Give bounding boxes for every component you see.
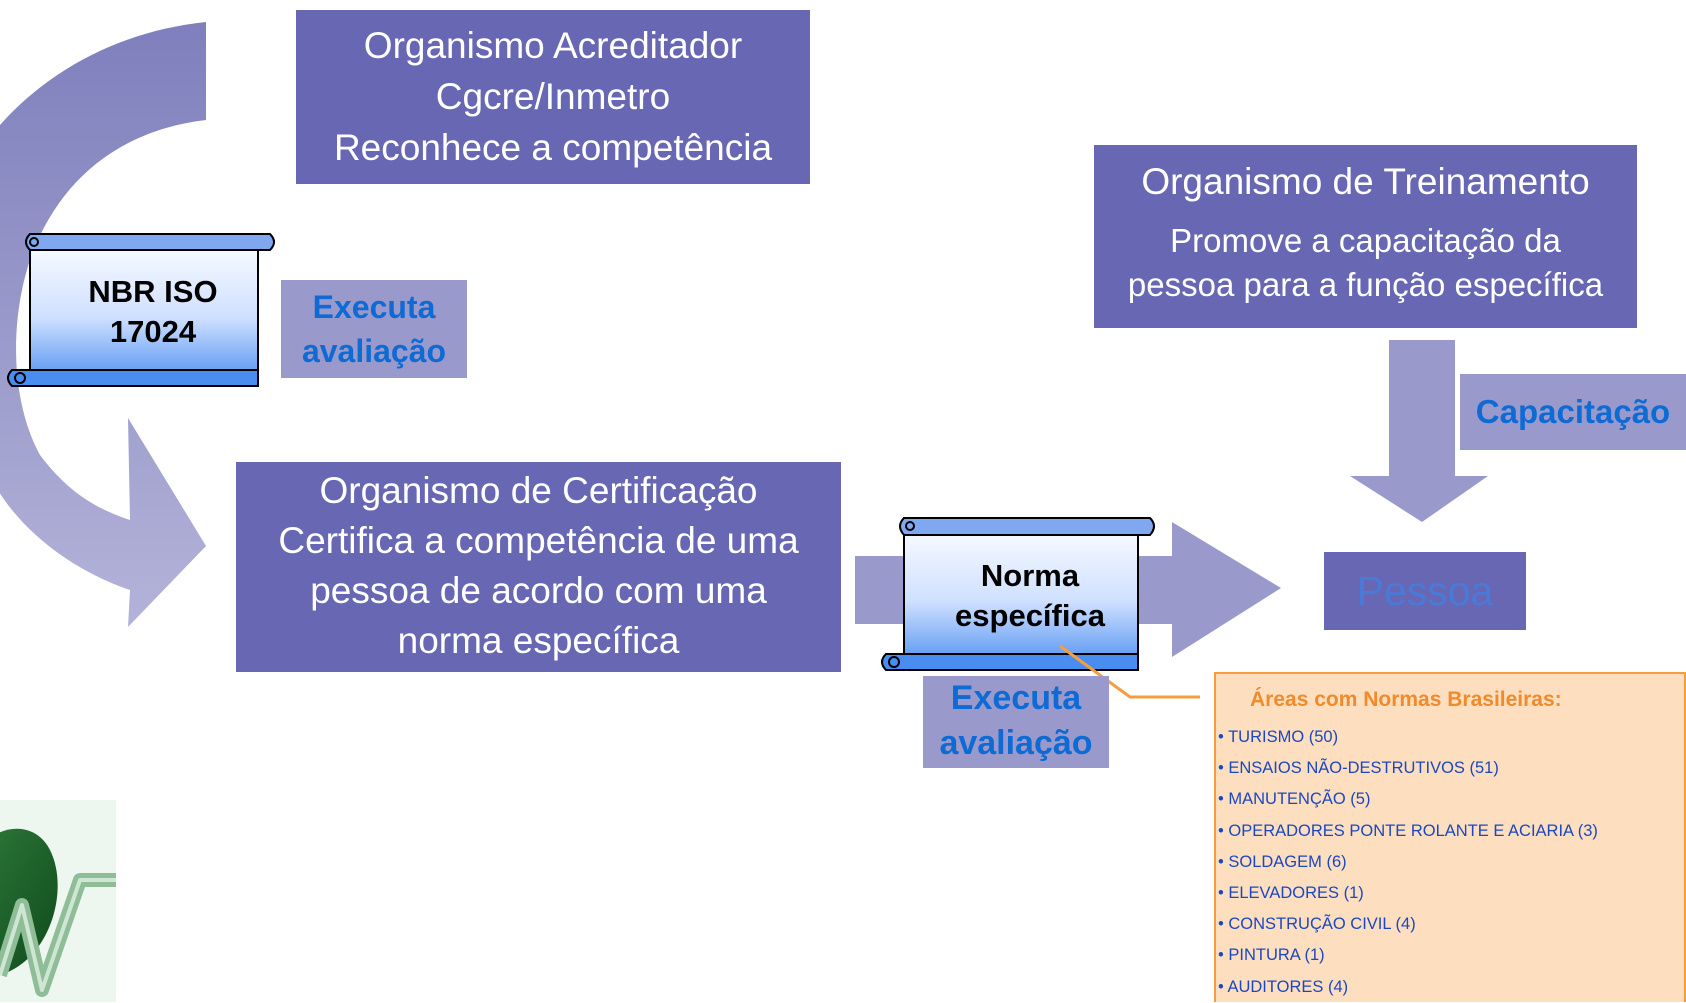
bullet-icon: • [1218, 883, 1224, 902]
training-line-1: Promove a capacitação da [1170, 222, 1561, 259]
standard-scroll-shape [881, 517, 1155, 671]
bullet-icon: • [1218, 759, 1224, 778]
accreditor-line-2: Cgcre/Inmetro [435, 76, 671, 117]
area-item-maintenance: • MANUTENÇÃO (5) [1216, 784, 1684, 815]
bullet-icon: • [1218, 946, 1224, 965]
certification-line-3: pessoa de acordo com uma [310, 570, 767, 611]
bullet-icon: • [1218, 852, 1224, 871]
areas-title: Áreas com Normas Brasileiras: [1250, 688, 1562, 711]
area-item-label: CONSTRUÇÃO CIVIL (4) [1228, 915, 1416, 934]
evaluation-label-2: Executa avaliação [923, 676, 1109, 768]
evaluation-label-2-line-2: avaliação [939, 724, 1093, 762]
area-item-label: PINTURA (1) [1228, 946, 1325, 965]
training-line-2: pessoa para a função específica [1127, 266, 1604, 303]
connector-line [1059, 644, 1200, 699]
bullet-icon: • [1218, 790, 1224, 809]
bullet-icon: • [1218, 821, 1224, 840]
certification-line-4: norma específica [397, 620, 680, 661]
area-item-auditors: • AUDITORES (4) [1216, 972, 1684, 1003]
person-box: Pessoa [1324, 552, 1526, 630]
area-item-construction: • CONSTRUÇÃO CIVIL (4) [1216, 909, 1684, 940]
area-item-ndt: • ENSAIOS NÃO-DESTRUTIVOS (51) [1216, 753, 1684, 784]
area-item-elevators: • ELEVADORES (1) [1216, 878, 1684, 909]
standard-line-1: Norma [980, 558, 1080, 593]
area-item-label: SOLDAGEM (6) [1228, 852, 1347, 871]
curved-arrow [0, 22, 206, 627]
training-label: Capacitação [1460, 374, 1686, 450]
certification-line-2: Certifica a competência de uma [278, 520, 799, 561]
bullet-icon: • [1218, 728, 1224, 746]
area-item-label: MANUTENÇÃO (5) [1228, 790, 1371, 809]
area-item-label: OPERADORES PONTE ROLANTE E ACIARIA (3) [1228, 821, 1598, 840]
accreditor-box: Organismo Acreditador Cgcre/Inmetro Reco… [296, 10, 810, 184]
evaluation-label-2-line-1: Executa [950, 679, 1082, 717]
iso-line-2: 17024 [109, 314, 197, 349]
bullet-icon: • [1218, 977, 1224, 996]
area-item-label: ENSAIOS NÃO-DESTRUTIVOS (51) [1228, 759, 1499, 778]
area-item-label: ELEVADORES (1) [1228, 883, 1364, 902]
area-item-painting: • PINTURA (1) [1216, 940, 1684, 971]
logo-mark [0, 800, 116, 1002]
area-item-label: TURISMO (50) [1228, 728, 1339, 746]
certification-line-1: Organismo de Certificação [319, 470, 758, 511]
training-title: Organismo de Treinamento [1141, 161, 1590, 202]
iso-scroll-text: NBR ISO 17024 [48, 272, 258, 352]
area-item-label: AUDITORES (4) [1227, 977, 1349, 996]
evaluation-label-1-line-1: Executa [312, 289, 436, 325]
area-item-crane-operators: • OPERADORES PONTE ROLANTE E ACIARIA (3) [1216, 816, 1684, 847]
training-box: Organismo de Treinamento Promove a capac… [1094, 145, 1637, 328]
area-item-welding: • SOLDAGEM (6) [1216, 847, 1684, 878]
areas-box: Áreas com Normas Brasileiras: • TURISMO … [1214, 672, 1686, 1002]
accreditor-line-1: Organismo Acreditador [363, 25, 743, 66]
iso-scroll-shape [7, 233, 275, 387]
evaluation-label-1-line-2: avaliação [301, 333, 447, 369]
certification-box: Organismo de Certificação Certifica a co… [236, 462, 841, 672]
standard-scroll-text: Norma específica [920, 556, 1140, 636]
accreditor-line-3: Reconhece a competência [333, 127, 773, 168]
evaluation-label-1: Executa avaliação [281, 280, 467, 378]
area-item-tourism: • TURISMO (50) [1216, 722, 1684, 753]
iso-line-1: NBR ISO [88, 274, 218, 309]
vertical-arrow [1350, 340, 1488, 522]
bullet-icon: • [1218, 915, 1224, 934]
standard-line-2: específica [955, 598, 1105, 633]
